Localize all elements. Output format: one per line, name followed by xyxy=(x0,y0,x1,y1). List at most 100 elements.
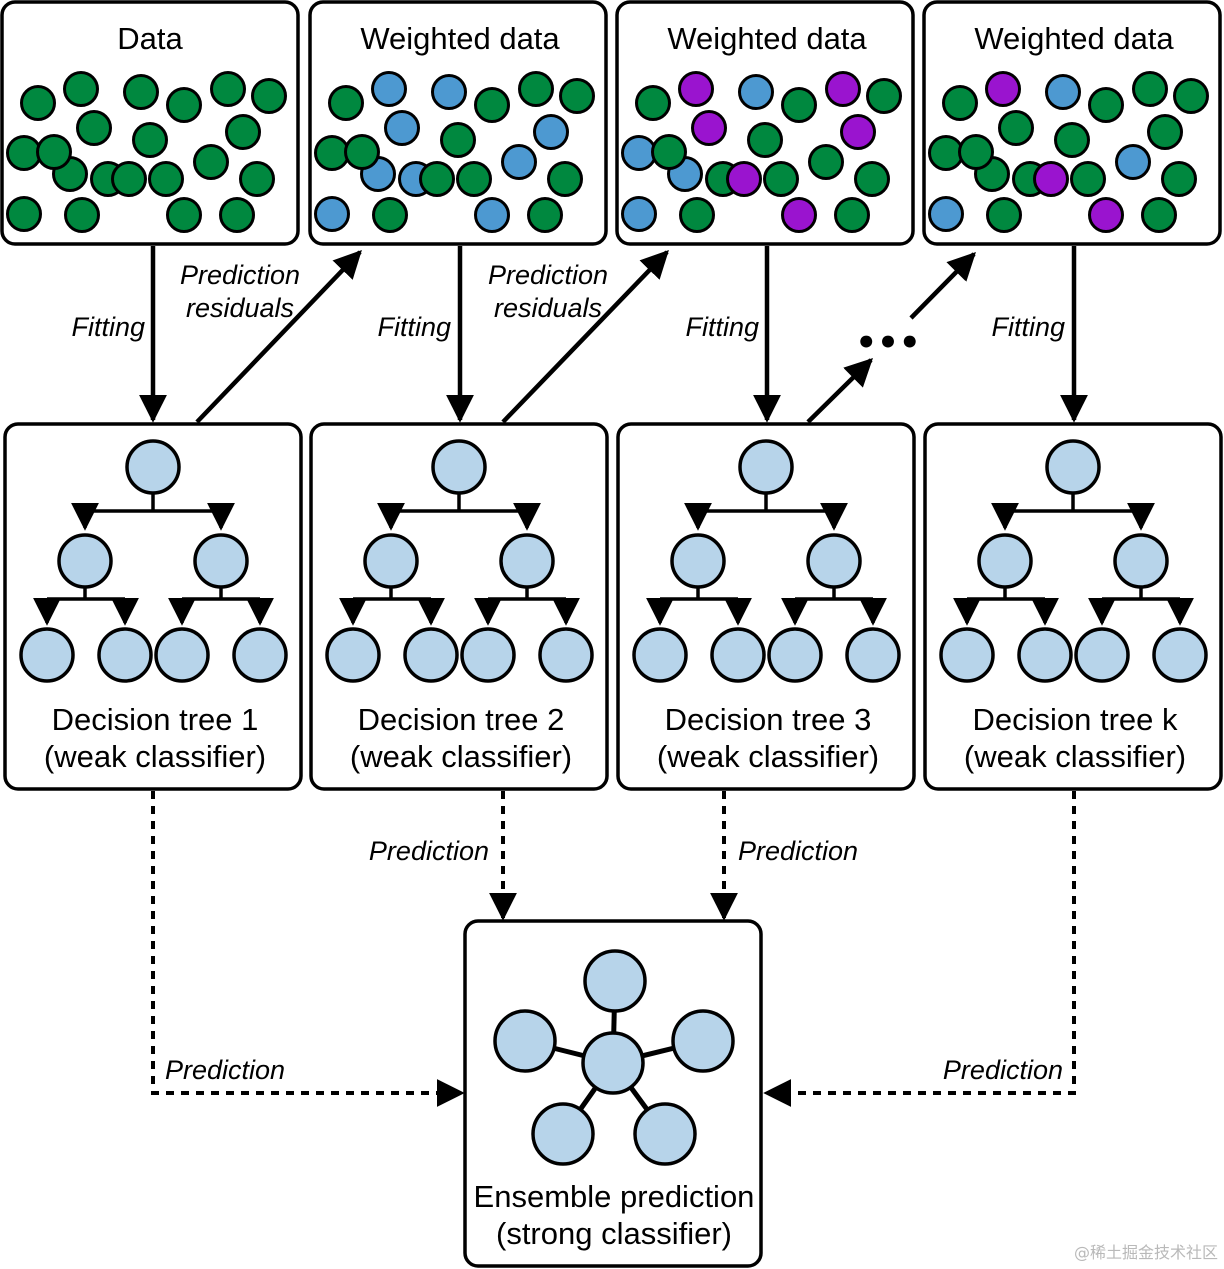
data-point-green xyxy=(547,161,583,197)
tree-panel-2: Decision tree 2 (weak classifier) xyxy=(309,422,609,791)
residual-arrow-3a xyxy=(806,358,873,424)
data-point-green xyxy=(763,161,799,197)
tree-root-node xyxy=(738,439,794,495)
data-point-green xyxy=(866,78,902,114)
data-point-green xyxy=(635,85,671,121)
data-points xyxy=(6,71,287,233)
data-point-green xyxy=(1132,71,1168,107)
data-panel-title: Data xyxy=(117,21,183,56)
data-point-purple xyxy=(678,71,714,107)
data-point-green xyxy=(225,114,261,150)
tree-internal-node xyxy=(670,533,726,589)
data-point-green xyxy=(111,161,147,197)
tree-subtitle: (weak classifier) xyxy=(44,739,266,774)
data-panel-title: Weighted data xyxy=(974,21,1174,56)
ensemble-subtitle: (strong classifier) xyxy=(496,1216,732,1251)
data-point-green xyxy=(6,196,42,232)
data-point-blue xyxy=(474,197,510,233)
tree-leaf-node xyxy=(403,627,459,683)
data-point-purple xyxy=(691,110,727,146)
data-panel-title: Weighted data xyxy=(360,21,560,56)
tree-root-node xyxy=(431,439,487,495)
ensemble-node-top xyxy=(583,949,647,1013)
tree-leaf-node xyxy=(1074,627,1130,683)
prediction-label-2: Prediction xyxy=(369,836,489,866)
fitting-label-k: Fitting xyxy=(991,312,1065,342)
tree-leaf-node xyxy=(767,627,823,683)
data-point-green xyxy=(808,144,844,180)
data-point-green xyxy=(372,197,408,233)
tree-leaf-node xyxy=(460,627,516,683)
tree-internal-node xyxy=(977,533,1033,589)
data-point-green xyxy=(219,197,255,233)
residual-arrow-2 xyxy=(501,249,669,424)
tree-leaf-node xyxy=(710,627,766,683)
tree-leaf-node xyxy=(538,627,594,683)
data-points xyxy=(621,71,902,233)
tree-subtitle: (weak classifier) xyxy=(657,739,879,774)
residuals-label-2-line1: Prediction xyxy=(488,260,608,290)
residuals-label-1-line2: residuals xyxy=(186,293,294,323)
data-point-blue xyxy=(431,74,467,110)
residual-arrow-3b xyxy=(909,252,976,320)
data-point-green xyxy=(123,74,159,110)
data-point-green xyxy=(1147,114,1183,150)
data-point-blue xyxy=(501,144,537,180)
data-point-green xyxy=(64,197,100,233)
data-point-purple xyxy=(1033,161,1069,197)
tree-internal-node xyxy=(363,533,419,589)
fitting-label-1: Fitting xyxy=(71,312,145,342)
tree-internal-node xyxy=(499,533,555,589)
ensemble-graph xyxy=(493,949,735,1166)
data-point-green xyxy=(166,87,202,123)
data-point-green xyxy=(440,122,476,158)
tree-graphic xyxy=(939,439,1208,683)
data-point-purple xyxy=(781,197,817,233)
data-points xyxy=(928,71,1209,233)
tree-title: Decision tree k xyxy=(972,702,1178,737)
tree-panel-1: Decision tree 1 (weak classifier) xyxy=(3,422,303,791)
tree-leaf-node xyxy=(97,627,153,683)
data-point-blue xyxy=(1115,144,1151,180)
tree-graphic xyxy=(632,439,901,683)
tree-leaf-node xyxy=(19,627,75,683)
data-point-green xyxy=(518,71,554,107)
data-point-green xyxy=(20,85,56,121)
tree-graphic xyxy=(325,439,594,683)
ensemble-node-right xyxy=(671,1009,735,1073)
data-point-green xyxy=(148,161,184,197)
data-point-purple xyxy=(840,114,876,150)
residuals-label-1-line1: Prediction xyxy=(180,260,300,290)
watermark: @稀土掘金技术社区 xyxy=(1074,1243,1218,1262)
data-point-green xyxy=(210,71,246,107)
data-point-blue xyxy=(621,196,657,232)
data-point-green xyxy=(474,87,510,123)
data-point-blue xyxy=(928,196,964,232)
ensemble-node-center xyxy=(581,1031,645,1095)
data-point-green xyxy=(958,134,994,170)
data-point-green xyxy=(986,197,1022,233)
residuals-label-2-line2: residuals xyxy=(494,293,602,323)
ensemble-node-bottom-right xyxy=(633,1102,697,1166)
prediction-label-3: Prediction xyxy=(738,836,858,866)
data-point-green xyxy=(344,134,380,170)
tree-subtitle: (weak classifier) xyxy=(964,739,1186,774)
data-point-green xyxy=(76,110,112,146)
tree-leaf-node xyxy=(845,627,901,683)
data-point-green xyxy=(1173,78,1209,114)
data-point-blue xyxy=(1045,74,1081,110)
data-point-green xyxy=(239,161,275,197)
data-points xyxy=(314,71,595,233)
data-point-green xyxy=(132,122,168,158)
data-point-green xyxy=(456,161,492,197)
ensemble-panel: Ensemble prediction (strong classifier) xyxy=(463,919,763,1268)
data-point-blue xyxy=(371,71,407,107)
data-point-green xyxy=(1054,122,1090,158)
data-panel-3: Weighted data xyxy=(615,0,915,246)
data-panel-1: Data xyxy=(0,0,300,246)
data-point-green xyxy=(6,135,42,171)
data-point-blue xyxy=(738,74,774,110)
data-point-green xyxy=(419,161,455,197)
data-point-green xyxy=(166,197,202,233)
